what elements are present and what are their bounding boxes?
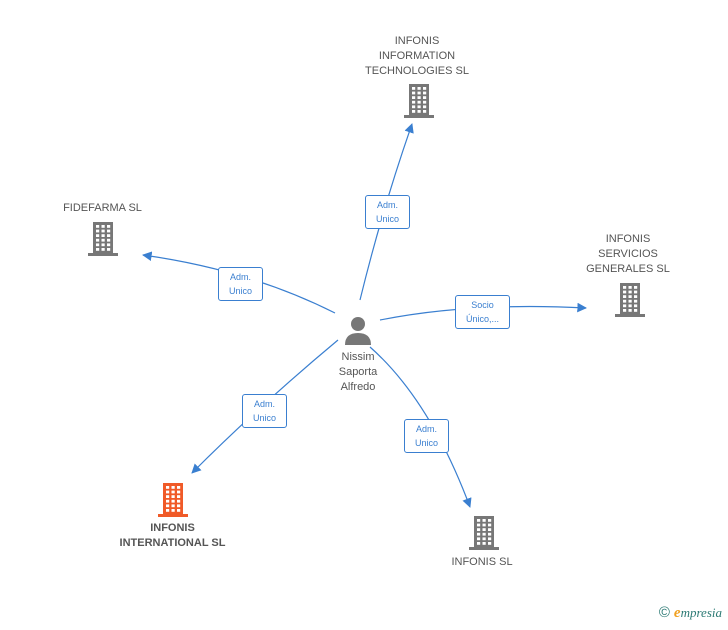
company-name-infonis-it[interactable]: INFONIS INFORMATION TECHNOLOGIES SL xyxy=(365,35,469,77)
company-name-infonis-intl[interactable]: INFONIS INTERNATIONAL SL xyxy=(119,522,226,549)
brand-footer: ©empresia xyxy=(659,604,722,622)
building-icon[interactable] xyxy=(468,516,500,555)
empresia-logo-text: mpresia xyxy=(680,605,722,620)
building-icon[interactable] xyxy=(87,222,119,261)
empresia-logo-e: e xyxy=(673,605,681,621)
building-icon[interactable] xyxy=(614,283,646,322)
edge-label-role[interactable]: Adm. Unico xyxy=(242,394,287,428)
company-name-infonis-sg[interactable]: INFONIS SERVICIOS GENERALES SL xyxy=(586,233,670,275)
edge-arrow-infonis xyxy=(369,346,472,508)
person-icon[interactable] xyxy=(343,315,373,345)
company-name-fidefarma[interactable]: FIDEFARMA SL xyxy=(63,202,142,214)
edge-label-role[interactable]: Adm. Unico xyxy=(365,195,410,229)
company-name-infonis[interactable]: INFONIS SL xyxy=(451,556,513,568)
edge-label-role[interactable]: Socio Único,... xyxy=(455,295,510,329)
center-person-name[interactable]: Nissim Saporta Alfredo xyxy=(338,351,378,393)
copyright-icon: © xyxy=(658,604,670,621)
edge-label-role[interactable]: Adm. Unico xyxy=(218,267,263,301)
building-icon[interactable] xyxy=(157,483,189,522)
edge-label-role[interactable]: Adm. Unico xyxy=(404,419,449,453)
building-icon[interactable] xyxy=(403,84,435,123)
